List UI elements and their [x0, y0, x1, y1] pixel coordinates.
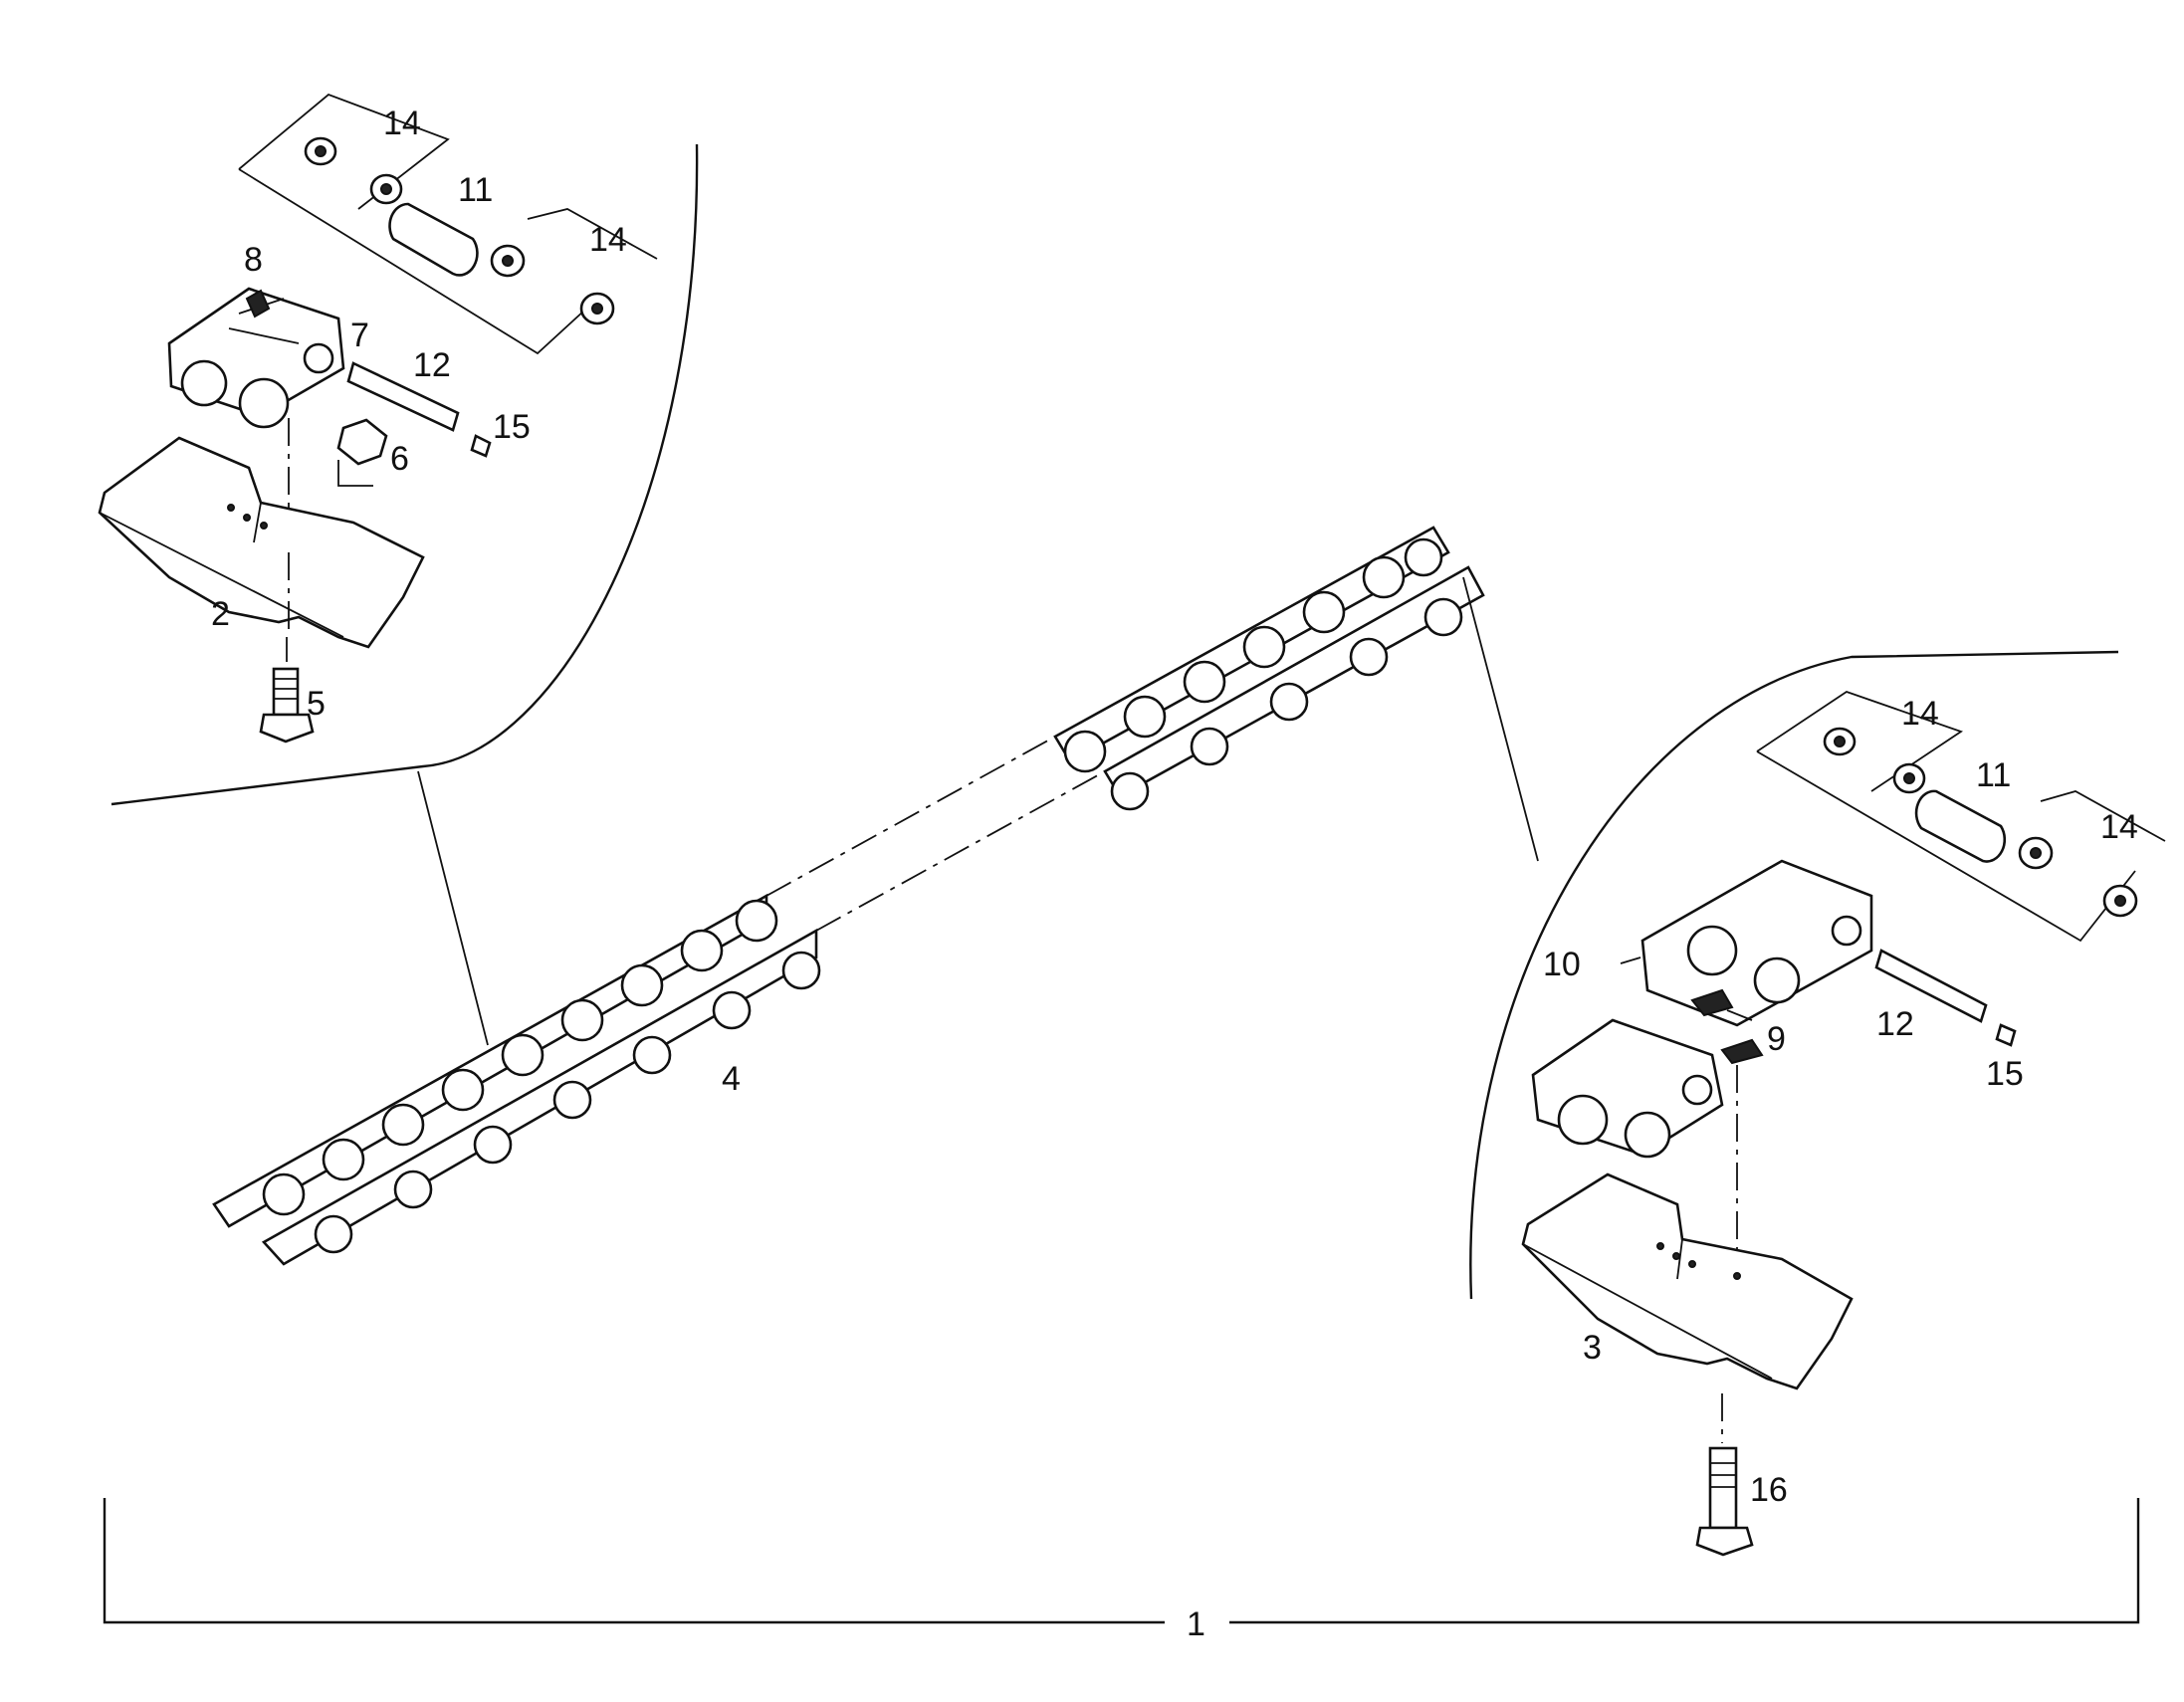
callout-14d: 14 — [2100, 808, 2138, 846]
bolt-16 — [1708, 1446, 1738, 1530]
callout-1: 1 — [1187, 1605, 1205, 1643]
right-detail-view — [1469, 650, 2166, 1557]
callout-5: 5 — [307, 685, 326, 723]
callout-2: 2 — [211, 595, 230, 633]
callout-16: 16 — [1750, 1471, 1788, 1509]
left-link-assembly — [167, 287, 345, 429]
bushing-11-right — [1914, 789, 2007, 863]
pin-12-left — [346, 361, 460, 432]
callout-11a: 11 — [458, 171, 493, 209]
callout-14b: 14 — [589, 221, 627, 259]
shoe-plate-2 — [98, 436, 425, 649]
callout-15b: 15 — [1986, 1055, 2024, 1093]
callout-15a: 15 — [493, 408, 531, 446]
bolt-5 — [272, 667, 300, 717]
callout-12a: 12 — [413, 346, 451, 384]
right-detail-boundary — [1469, 650, 2119, 1300]
left-bushing-group — [238, 93, 658, 355]
shoe-plate-3 — [1521, 1172, 1854, 1390]
callout-14a: 14 — [383, 105, 421, 142]
callout-14c: 14 — [1901, 695, 1939, 733]
chain-links-upper — [1063, 537, 1463, 811]
callout-labels: 14 11 14 8 7 12 15 6 2 5 4 14 11 14 10 9… — [211, 105, 2138, 1643]
assembly-bracket — [103, 1498, 2140, 1624]
nut-6-left — [336, 418, 388, 466]
right-link-assembly-upper — [1640, 859, 1873, 1027]
leader-left-detail — [417, 770, 489, 1046]
callout-6: 6 — [390, 440, 409, 478]
callout-7: 7 — [350, 317, 369, 354]
bushing-11-left — [388, 202, 479, 277]
callout-10: 10 — [1543, 946, 1581, 983]
pin-12-right — [1874, 949, 1988, 1023]
right-bushing-group — [1756, 691, 2166, 943]
callout-11b: 11 — [1976, 756, 2011, 794]
right-link-assembly-lower — [1531, 1018, 1764, 1159]
track-chain-4 — [212, 526, 1485, 1266]
callout-4: 4 — [722, 1060, 741, 1098]
callout-8: 8 — [244, 241, 263, 279]
callout-3: 3 — [1583, 1329, 1602, 1367]
leader-right-detail — [1462, 576, 1539, 862]
cap-15-right — [1995, 1023, 2017, 1047]
callout-9: 9 — [1767, 1020, 1786, 1058]
callout-12b: 12 — [1876, 1005, 1914, 1043]
cap-15-left — [470, 434, 492, 458]
left-detail-boundary — [110, 143, 699, 806]
chain-links-lower — [262, 899, 821, 1254]
left-detail-view — [98, 93, 699, 806]
